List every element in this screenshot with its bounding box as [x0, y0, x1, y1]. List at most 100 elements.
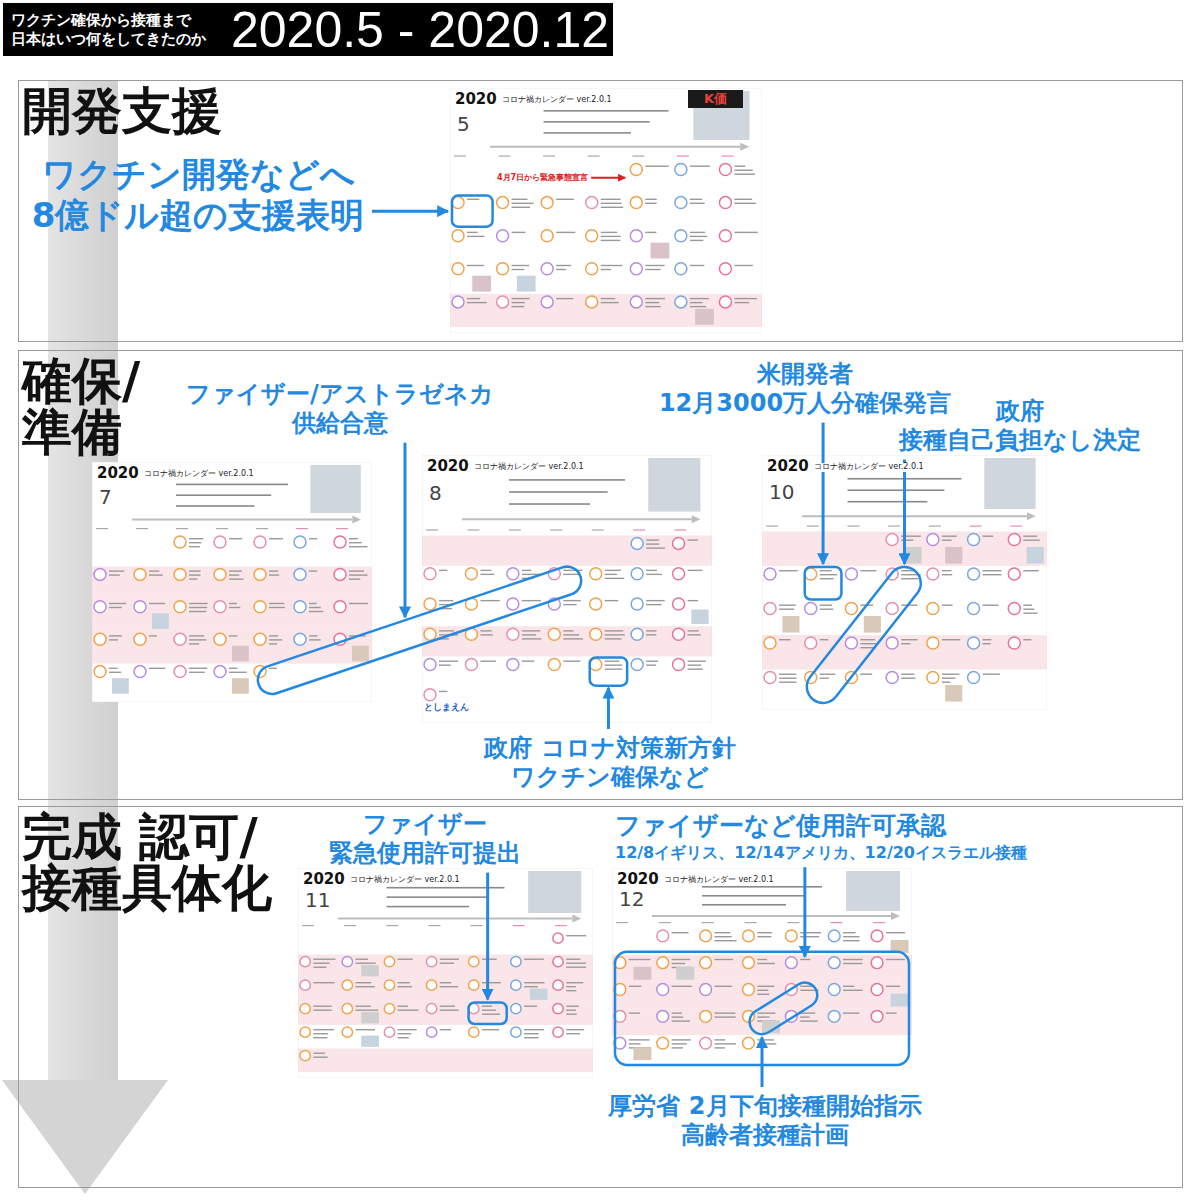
day-marker	[300, 980, 310, 990]
event-placeholder	[605, 574, 617, 575]
month-arrow-head	[692, 515, 701, 523]
event-placeholder	[690, 240, 703, 241]
event-placeholder	[605, 668, 622, 669]
calendar-name: コロナ禍カレンダー ver.2.0.1	[502, 96, 612, 105]
event-photo	[361, 965, 379, 976]
calendar-year: 2020	[767, 458, 809, 475]
event-placeholder	[1023, 540, 1040, 541]
weekday-placeholder	[632, 156, 644, 157]
weekday-placeholder	[336, 528, 348, 529]
headline-placeholder	[544, 110, 669, 112]
event-placeholder	[149, 635, 157, 636]
annotation-detail: 12/8イギリス、12/14アメリカ、12/20イスラエル接種	[615, 843, 1027, 862]
event-photo	[891, 940, 909, 953]
day-marker	[426, 1004, 436, 1014]
calendar-name: コロナ禍カレンダー ver.2.0.1	[350, 876, 460, 885]
day-marker	[845, 603, 857, 615]
event-placeholder	[566, 935, 586, 936]
event-placeholder	[688, 570, 703, 571]
event-placeholder	[313, 1010, 331, 1011]
event-placeholder	[983, 643, 991, 644]
weekday-placeholder	[302, 925, 314, 926]
weekday-placeholder	[96, 528, 108, 529]
day-marker	[805, 603, 817, 615]
week-band	[422, 535, 712, 565]
event-placeholder	[672, 1047, 683, 1048]
weekday-placeholder	[216, 528, 228, 529]
event-placeholder	[563, 570, 582, 571]
day-marker	[785, 1010, 797, 1022]
event-placeholder	[439, 608, 452, 609]
weekday-placeholder	[467, 529, 479, 530]
day-marker	[342, 957, 352, 967]
weekday-placeholder	[296, 528, 308, 529]
event-placeholder	[269, 538, 283, 539]
event-placeholder	[734, 302, 749, 303]
day-marker	[630, 263, 642, 275]
calendar-paper	[298, 868, 593, 1078]
calendar-month: 10	[769, 481, 794, 503]
day-marker	[871, 930, 883, 942]
day-marker	[541, 230, 553, 242]
event-photo	[891, 994, 909, 1007]
event-placeholder	[690, 236, 707, 237]
weekday-placeholder	[633, 529, 645, 530]
day-marker	[886, 568, 898, 580]
event-placeholder	[563, 660, 580, 661]
event-placeholder	[398, 1006, 408, 1007]
calendar-drawing	[92, 462, 372, 702]
week-band	[422, 626, 712, 656]
day-marker	[886, 637, 898, 649]
event-placeholder	[482, 1006, 492, 1007]
event-placeholder	[309, 570, 317, 571]
headline-placeholder	[176, 484, 288, 486]
event-placeholder	[983, 570, 1002, 571]
event-placeholder	[556, 269, 566, 270]
event-placeholder	[522, 634, 536, 635]
event-placeholder	[229, 635, 238, 636]
annotation: ファイザーなど使用許可承認	[615, 811, 946, 841]
event-placeholder	[757, 990, 768, 991]
day-marker	[452, 263, 464, 275]
event-placeholder	[355, 986, 374, 987]
weekday-placeholder	[588, 156, 600, 157]
event-placeholder	[566, 1006, 579, 1007]
event-placeholder	[440, 986, 458, 987]
day-marker	[469, 1004, 479, 1014]
event-placeholder	[942, 536, 957, 537]
day-marker	[507, 628, 519, 640]
weekday-placeholder	[677, 156, 689, 157]
event-photo	[517, 276, 536, 292]
event-placeholder	[601, 240, 621, 241]
event-placeholder	[189, 570, 201, 571]
day-marker	[342, 1027, 352, 1037]
event-placeholder	[109, 574, 120, 575]
day-marker	[548, 658, 560, 670]
event-placeholder	[757, 932, 772, 933]
event-placeholder	[645, 203, 656, 204]
day-marker	[334, 601, 346, 613]
event-placeholder	[715, 940, 737, 941]
headline-placeholder	[387, 896, 487, 898]
weekday-placeholder	[745, 922, 757, 923]
event-placeholder	[672, 963, 686, 964]
event-placeholder	[860, 605, 873, 606]
event-placeholder	[467, 236, 484, 237]
event-placeholder	[942, 682, 951, 683]
event-placeholder	[522, 570, 532, 571]
day-marker	[927, 534, 939, 546]
event-placeholder	[715, 959, 734, 960]
event-placeholder	[820, 674, 836, 675]
event-placeholder	[355, 982, 371, 983]
weekday-placeholder	[344, 925, 356, 926]
event-placeholder	[189, 672, 205, 673]
event-placeholder	[512, 265, 530, 266]
event-placeholder	[886, 932, 905, 933]
day-marker	[334, 568, 346, 580]
day-marker	[384, 1004, 394, 1014]
day-marker	[541, 296, 553, 308]
event-placeholder	[646, 543, 659, 544]
day-marker	[548, 568, 560, 580]
event-placeholder	[757, 986, 774, 987]
thumbnail-photo	[310, 465, 360, 513]
